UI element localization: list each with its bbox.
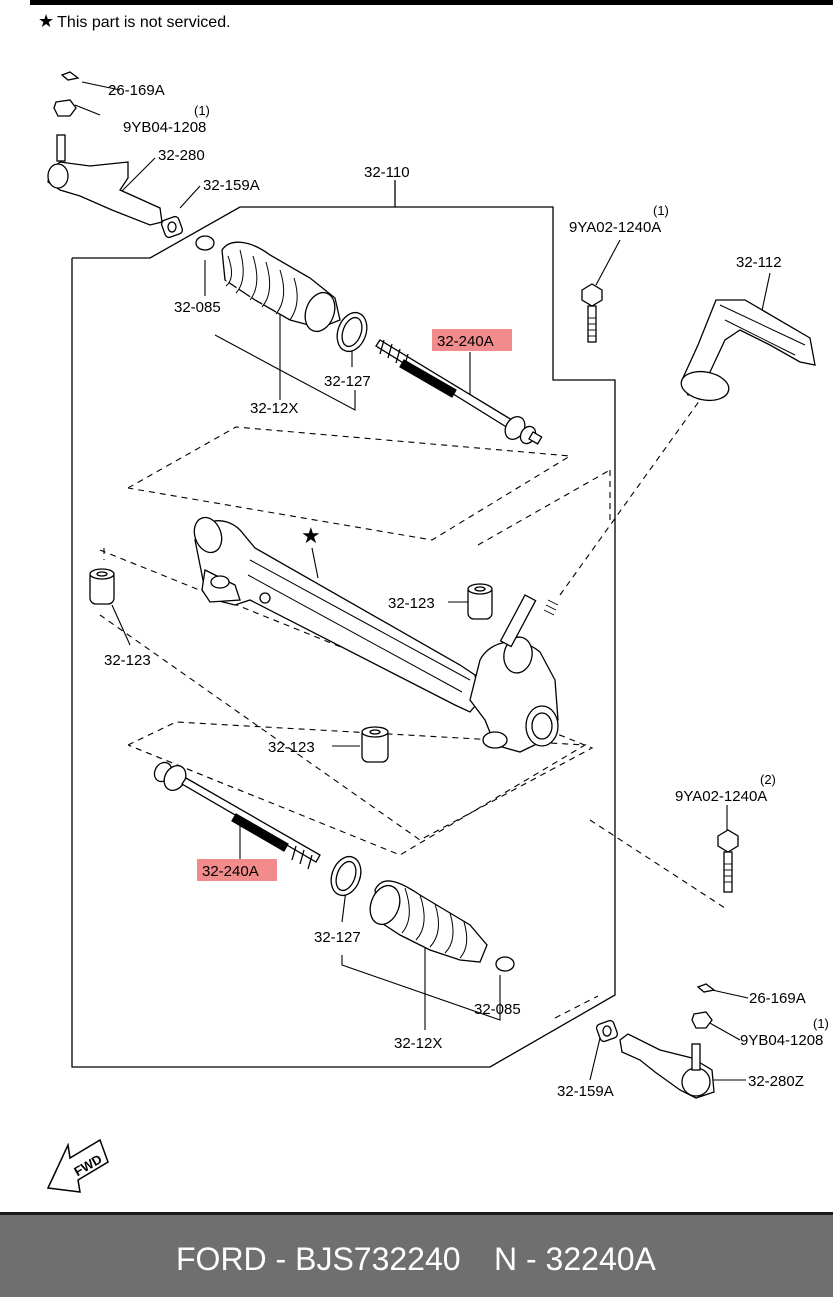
- boot-upper: [195, 235, 368, 353]
- label-32-123-lower: 32-123: [268, 739, 315, 756]
- fwd-arrow-icon: [46, 1138, 109, 1193]
- bolt-lower: [717, 829, 739, 893]
- qty-9ya02-1240a-lower: (2): [760, 772, 776, 787]
- top-border: [30, 0, 833, 5]
- label-32-085-lower: 32-085: [474, 1001, 521, 1018]
- label-26-169a-upper: 26-169A: [108, 82, 165, 99]
- nut-32-159a: [160, 215, 184, 239]
- label-9yb04-1208-upper: 9YB04-1208: [123, 119, 206, 136]
- column-boot-32-112: [680, 299, 816, 402]
- label-32-280z: 32-280Z: [748, 1073, 804, 1090]
- footer-bar: FORD - BJS732240 N - 32240A: [0, 1212, 833, 1297]
- qty-9yb04-1208-upper: (1): [194, 103, 210, 118]
- tie-rod-end-right: [595, 983, 716, 1099]
- bolt-upper: [581, 283, 603, 343]
- not-serviced-note: ★This part is not serviced.: [38, 11, 231, 32]
- label-32-12x-upper: 32-12X: [250, 400, 298, 417]
- label-32-12x-lower: 32-12X: [394, 1035, 442, 1052]
- label-9ya02-1240a-lower: 9YA02-1240A: [675, 788, 767, 805]
- inner-tie-rod-upper: [375, 339, 543, 445]
- highlight-32-240a-upper: [432, 329, 512, 351]
- label-32-123-right: 32-123: [388, 595, 435, 612]
- highlight-32-240a-lower: [197, 859, 277, 881]
- qty-9yb04-1208-lower: (1): [813, 1016, 829, 1031]
- bushing-left: [89, 568, 115, 605]
- label-32-110: 32-110: [364, 164, 410, 181]
- tie-rod-end-left: [47, 71, 163, 226]
- bushing-lower: [361, 726, 389, 763]
- label-32-127-lower: 32-127: [314, 929, 361, 946]
- assembly-outline: [71, 206, 616, 1068]
- footer-brand-part: FORD - BJS732240: [176, 1241, 461, 1277]
- qty-9ya02-1240a-upper: (1): [653, 203, 669, 218]
- steering-rack-diagram: ★: [46, 71, 829, 1193]
- label-32-127-upper: 32-127: [324, 373, 371, 390]
- label-32-240a-lower: 32-240A: [202, 863, 259, 880]
- not-serviced-star-icon: ★: [301, 523, 321, 548]
- label-32-280: 32-280: [158, 147, 205, 164]
- label-26-169a-lower: 26-169A: [749, 990, 806, 1007]
- label-32-085-upper: 32-085: [174, 299, 221, 316]
- note-text: This part is not serviced.: [57, 14, 231, 31]
- label-9ya02-1240a-upper: 9YA02-1240A: [569, 219, 661, 236]
- label-32-112: 32-112: [736, 254, 782, 271]
- inner-tie-rod-lower: [153, 761, 321, 870]
- label-32-123-left: 32-123: [104, 652, 151, 669]
- rack-housing: [193, 516, 559, 753]
- label-32-240a-upper: 32-240A: [437, 333, 494, 350]
- bushing-right: [467, 583, 493, 620]
- label-32-159a-lower: 32-159A: [557, 1083, 614, 1100]
- label-32-159a-upper: 32-159A: [203, 177, 260, 194]
- label-9yb04-1208-lower: 9YB04-1208: [740, 1032, 823, 1049]
- footer-ref: N - 32240A: [494, 1241, 656, 1277]
- boot-lower: [330, 855, 515, 972]
- star-icon: ★: [38, 11, 55, 31]
